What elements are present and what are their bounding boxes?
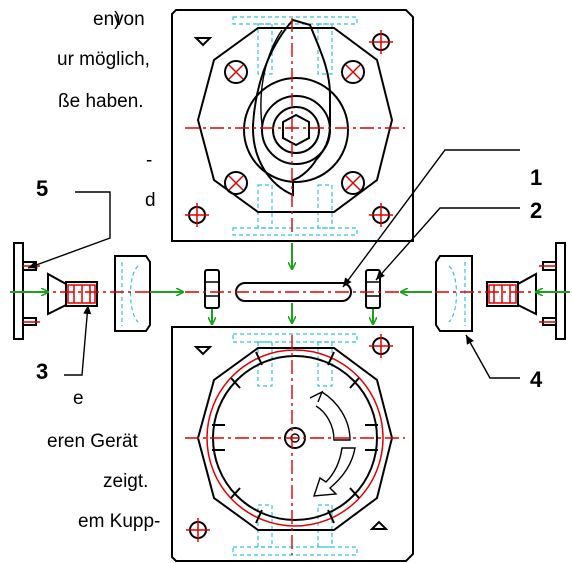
text-fragment-10: em Kupp-: [78, 511, 161, 532]
text-fragment-9: zeigt.: [103, 471, 149, 492]
text-fragment-4: ße haben.: [58, 91, 144, 112]
callout-leaders: [27, 149, 520, 379]
text-fragment-5: -: [146, 150, 153, 171]
screw-left: [47, 272, 98, 316]
callout-label-3: 3: [36, 359, 49, 384]
hex-nut-right: [365, 269, 381, 309]
bottom-housing-view: [171, 326, 414, 562]
text-fragment-8: eren Gerät: [47, 431, 138, 452]
cap-right: [435, 255, 473, 332]
cap-left: [114, 255, 151, 332]
callout-label-5: 5: [36, 176, 49, 201]
bolt-circle-icon: [224, 60, 365, 195]
text-fragment-7: e: [73, 388, 84, 409]
callout-label-1: 1: [530, 165, 543, 190]
assembly-arrows: [10, 243, 570, 324]
text-fragment-2: von: [114, 9, 145, 30]
hex-nut-left: [204, 269, 220, 309]
screw-right: [486, 272, 537, 316]
top-housing-view: [171, 9, 414, 242]
text-fragment-6: d: [145, 190, 156, 211]
callout-label-4: 4: [530, 367, 543, 392]
text-fragment-3: ur möglich,: [57, 49, 150, 70]
callout-label-2: 2: [530, 198, 543, 223]
text-fragment-1: en): [93, 9, 121, 30]
